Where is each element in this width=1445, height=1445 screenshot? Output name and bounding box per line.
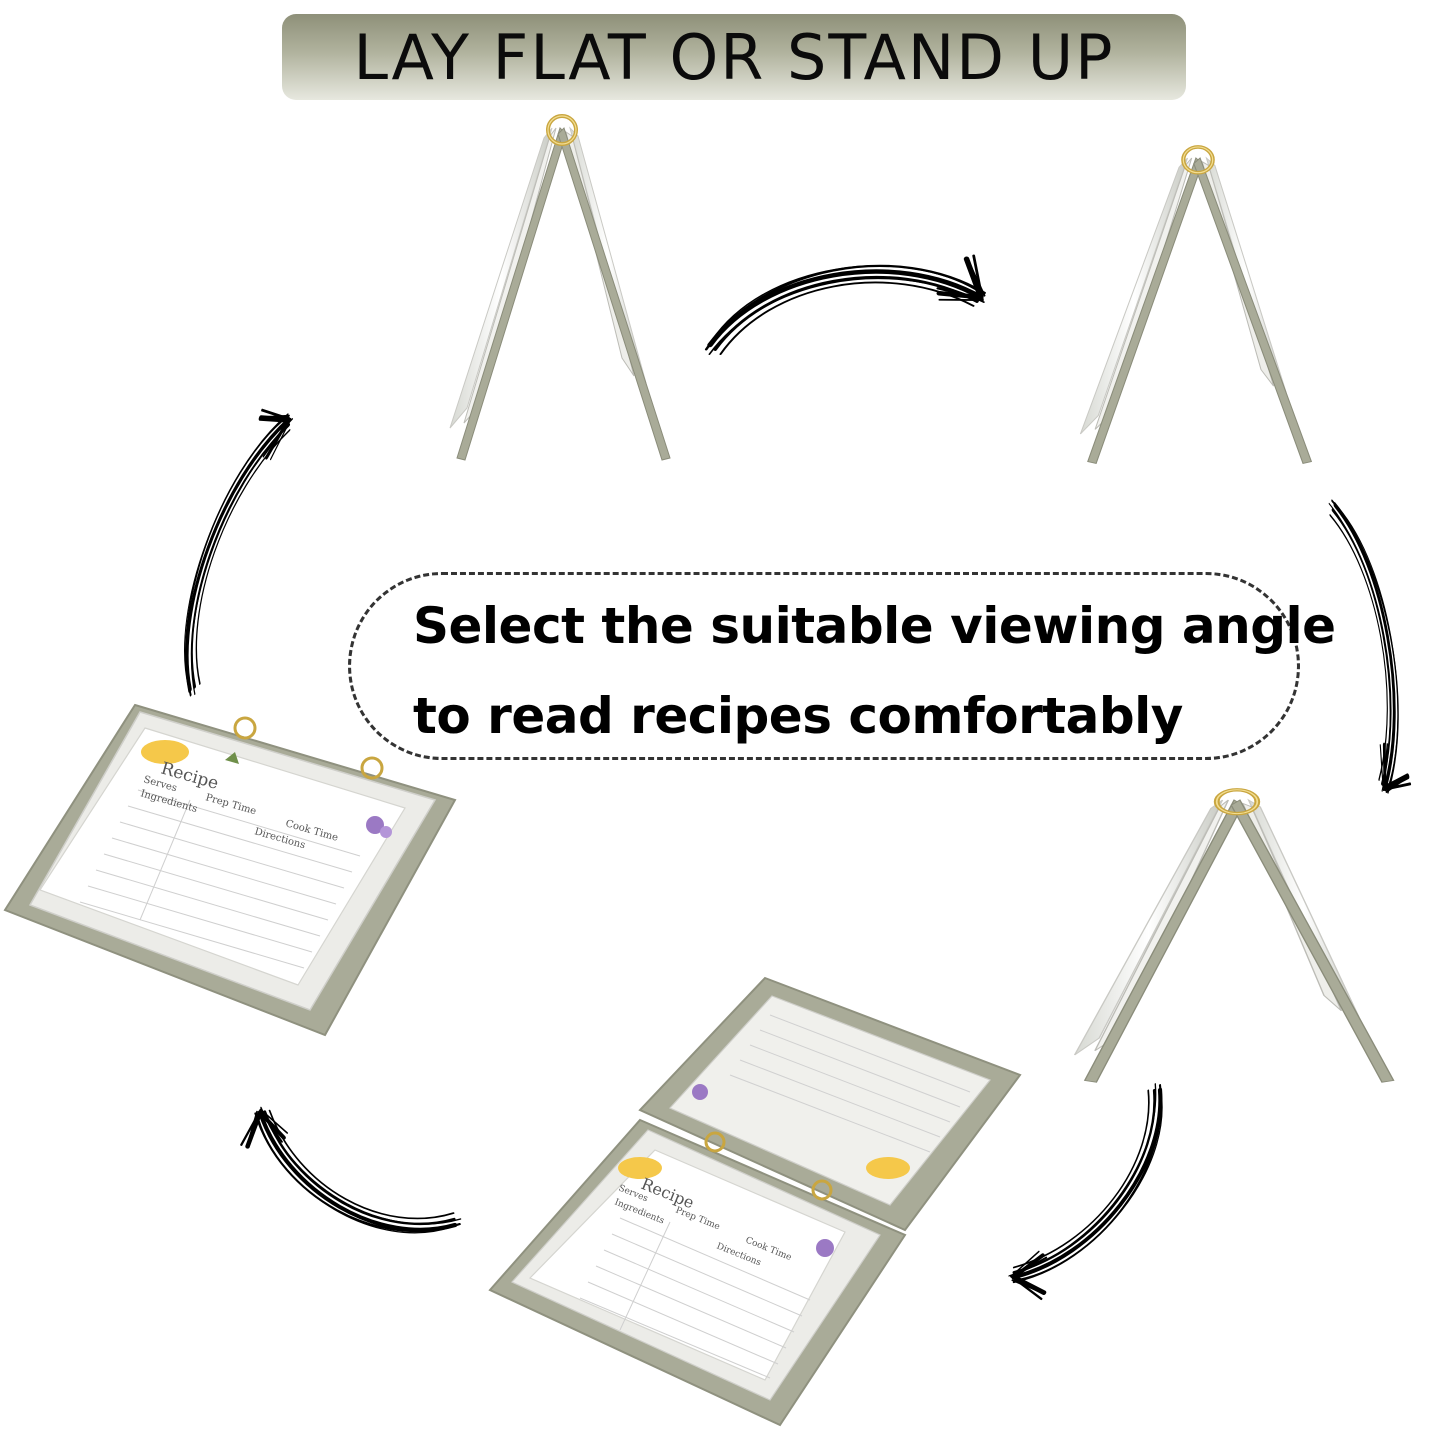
curved-arrow-icon xyxy=(155,380,308,698)
curved-arrow-icon xyxy=(989,1079,1197,1323)
curved-arrow-icon xyxy=(217,1089,465,1267)
curved-arrow-icon xyxy=(697,241,1012,362)
binder-open: Recipe Serves Ingredients Prep Time Cook… xyxy=(488,976,1022,1427)
easel-wide xyxy=(1075,790,1394,1082)
binder-flat: Recipe Serves Ingredients Prep Time Cook… xyxy=(3,703,457,1037)
callout-line-2: to read recipes comfortably xyxy=(413,687,1183,745)
title-banner: LAY FLAT OR STAND UP xyxy=(282,14,1186,100)
callout-line-1: Select the suitable viewing angle xyxy=(413,597,1336,655)
curved-arrow-icon xyxy=(1325,495,1422,819)
callout-bubble: Select the suitable viewing angle to rea… xyxy=(348,572,1336,760)
banner-title: LAY FLAT OR STAND UP xyxy=(353,20,1115,94)
easel-narrow xyxy=(448,114,672,462)
easel-medium xyxy=(1080,147,1311,463)
